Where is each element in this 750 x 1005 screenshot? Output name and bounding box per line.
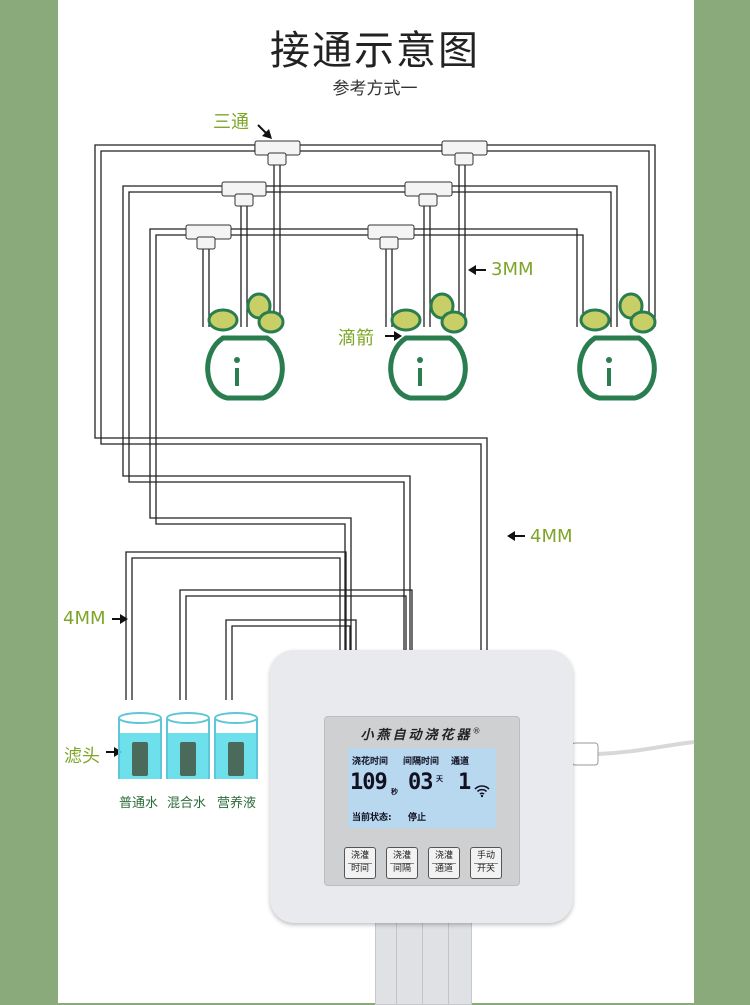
pot-icon — [205, 292, 285, 401]
filter-label: 滤头 — [64, 746, 100, 767]
container-label: 普通水 — [119, 796, 159, 811]
lcd-interval-unit: 天 — [436, 775, 443, 783]
filter-stone-icon — [132, 742, 148, 776]
lcd-water-time-value: 109 — [350, 770, 388, 795]
lcd-status-label: 当前状态: — [352, 813, 392, 823]
page-subtitle: 参考方式一 — [332, 79, 418, 99]
water-channel-button[interactable]: 浇灌通道 — [428, 847, 460, 879]
tee-label: 三通 — [213, 112, 249, 133]
tubing-lines — [94, 144, 656, 700]
controller-outlet — [375, 918, 472, 1005]
lcd-water-time-header: 浇花时间 — [352, 757, 389, 767]
pot-icon — [577, 292, 657, 401]
water-containers — [118, 712, 258, 779]
controller-faceplate: 小燕自动浇花器® 浇花时间 间隔时间 通道 109 秒 03 天 1 当前状态:… — [324, 716, 520, 886]
button-label: 时间 — [348, 863, 372, 875]
button-label: 手动 — [476, 851, 495, 861]
lcd-channel-header: 通道 — [451, 757, 470, 767]
lcd-interval-value: 03 — [408, 770, 433, 795]
button-label: 开关 — [474, 863, 498, 875]
tube-4mm-left-label: 4MM — [63, 608, 106, 629]
brand-name: 小燕自动浇花器 — [360, 728, 473, 743]
usb-plug-icon — [571, 740, 695, 766]
filter-stone-icon — [180, 742, 196, 776]
button-label: 浇灌 — [434, 851, 453, 861]
wifi-icon — [474, 785, 490, 798]
arrow-icons — [106, 124, 525, 757]
lcd-display: 浇花时间 间隔时间 通道 109 秒 03 天 1 当前状态: 停止 — [348, 748, 496, 828]
filter-stone-icon — [228, 742, 244, 776]
manual-switch-button[interactable]: 手动开关 — [470, 847, 502, 879]
brand-label: 小燕自动浇花器® — [325, 724, 519, 743]
pot-icon — [388, 292, 468, 401]
tee-connectors — [185, 140, 488, 250]
button-label: 浇灌 — [392, 851, 411, 861]
cup-icon — [214, 712, 258, 779]
water-time-button[interactable]: 浇灌时间 — [344, 847, 376, 879]
button-label: 通道 — [432, 863, 456, 875]
container-label: 混合水 — [167, 796, 207, 811]
tube-3mm-label: 3MM — [491, 259, 534, 280]
plant-pots — [205, 292, 657, 401]
lcd-status-value: 停止 — [408, 813, 427, 823]
button-label: 浇灌 — [350, 851, 369, 861]
water-interval-button[interactable]: 浇灌间隔 — [386, 847, 418, 879]
lcd-water-time-unit: 秒 — [391, 788, 398, 796]
container-label: 营养液 — [217, 796, 257, 811]
cup-icon — [118, 712, 162, 779]
lcd-interval-header: 间隔时间 — [403, 757, 440, 767]
button-label: 间隔 — [390, 863, 414, 875]
page-title: 接通示意图 — [270, 28, 480, 74]
dripper-label: 滴箭 — [338, 328, 374, 349]
registered-mark: ® — [472, 726, 484, 736]
cup-icon — [166, 712, 210, 779]
lcd-channel-value: 1 — [458, 770, 471, 795]
tube-4mm-right-label: 4MM — [530, 526, 573, 547]
